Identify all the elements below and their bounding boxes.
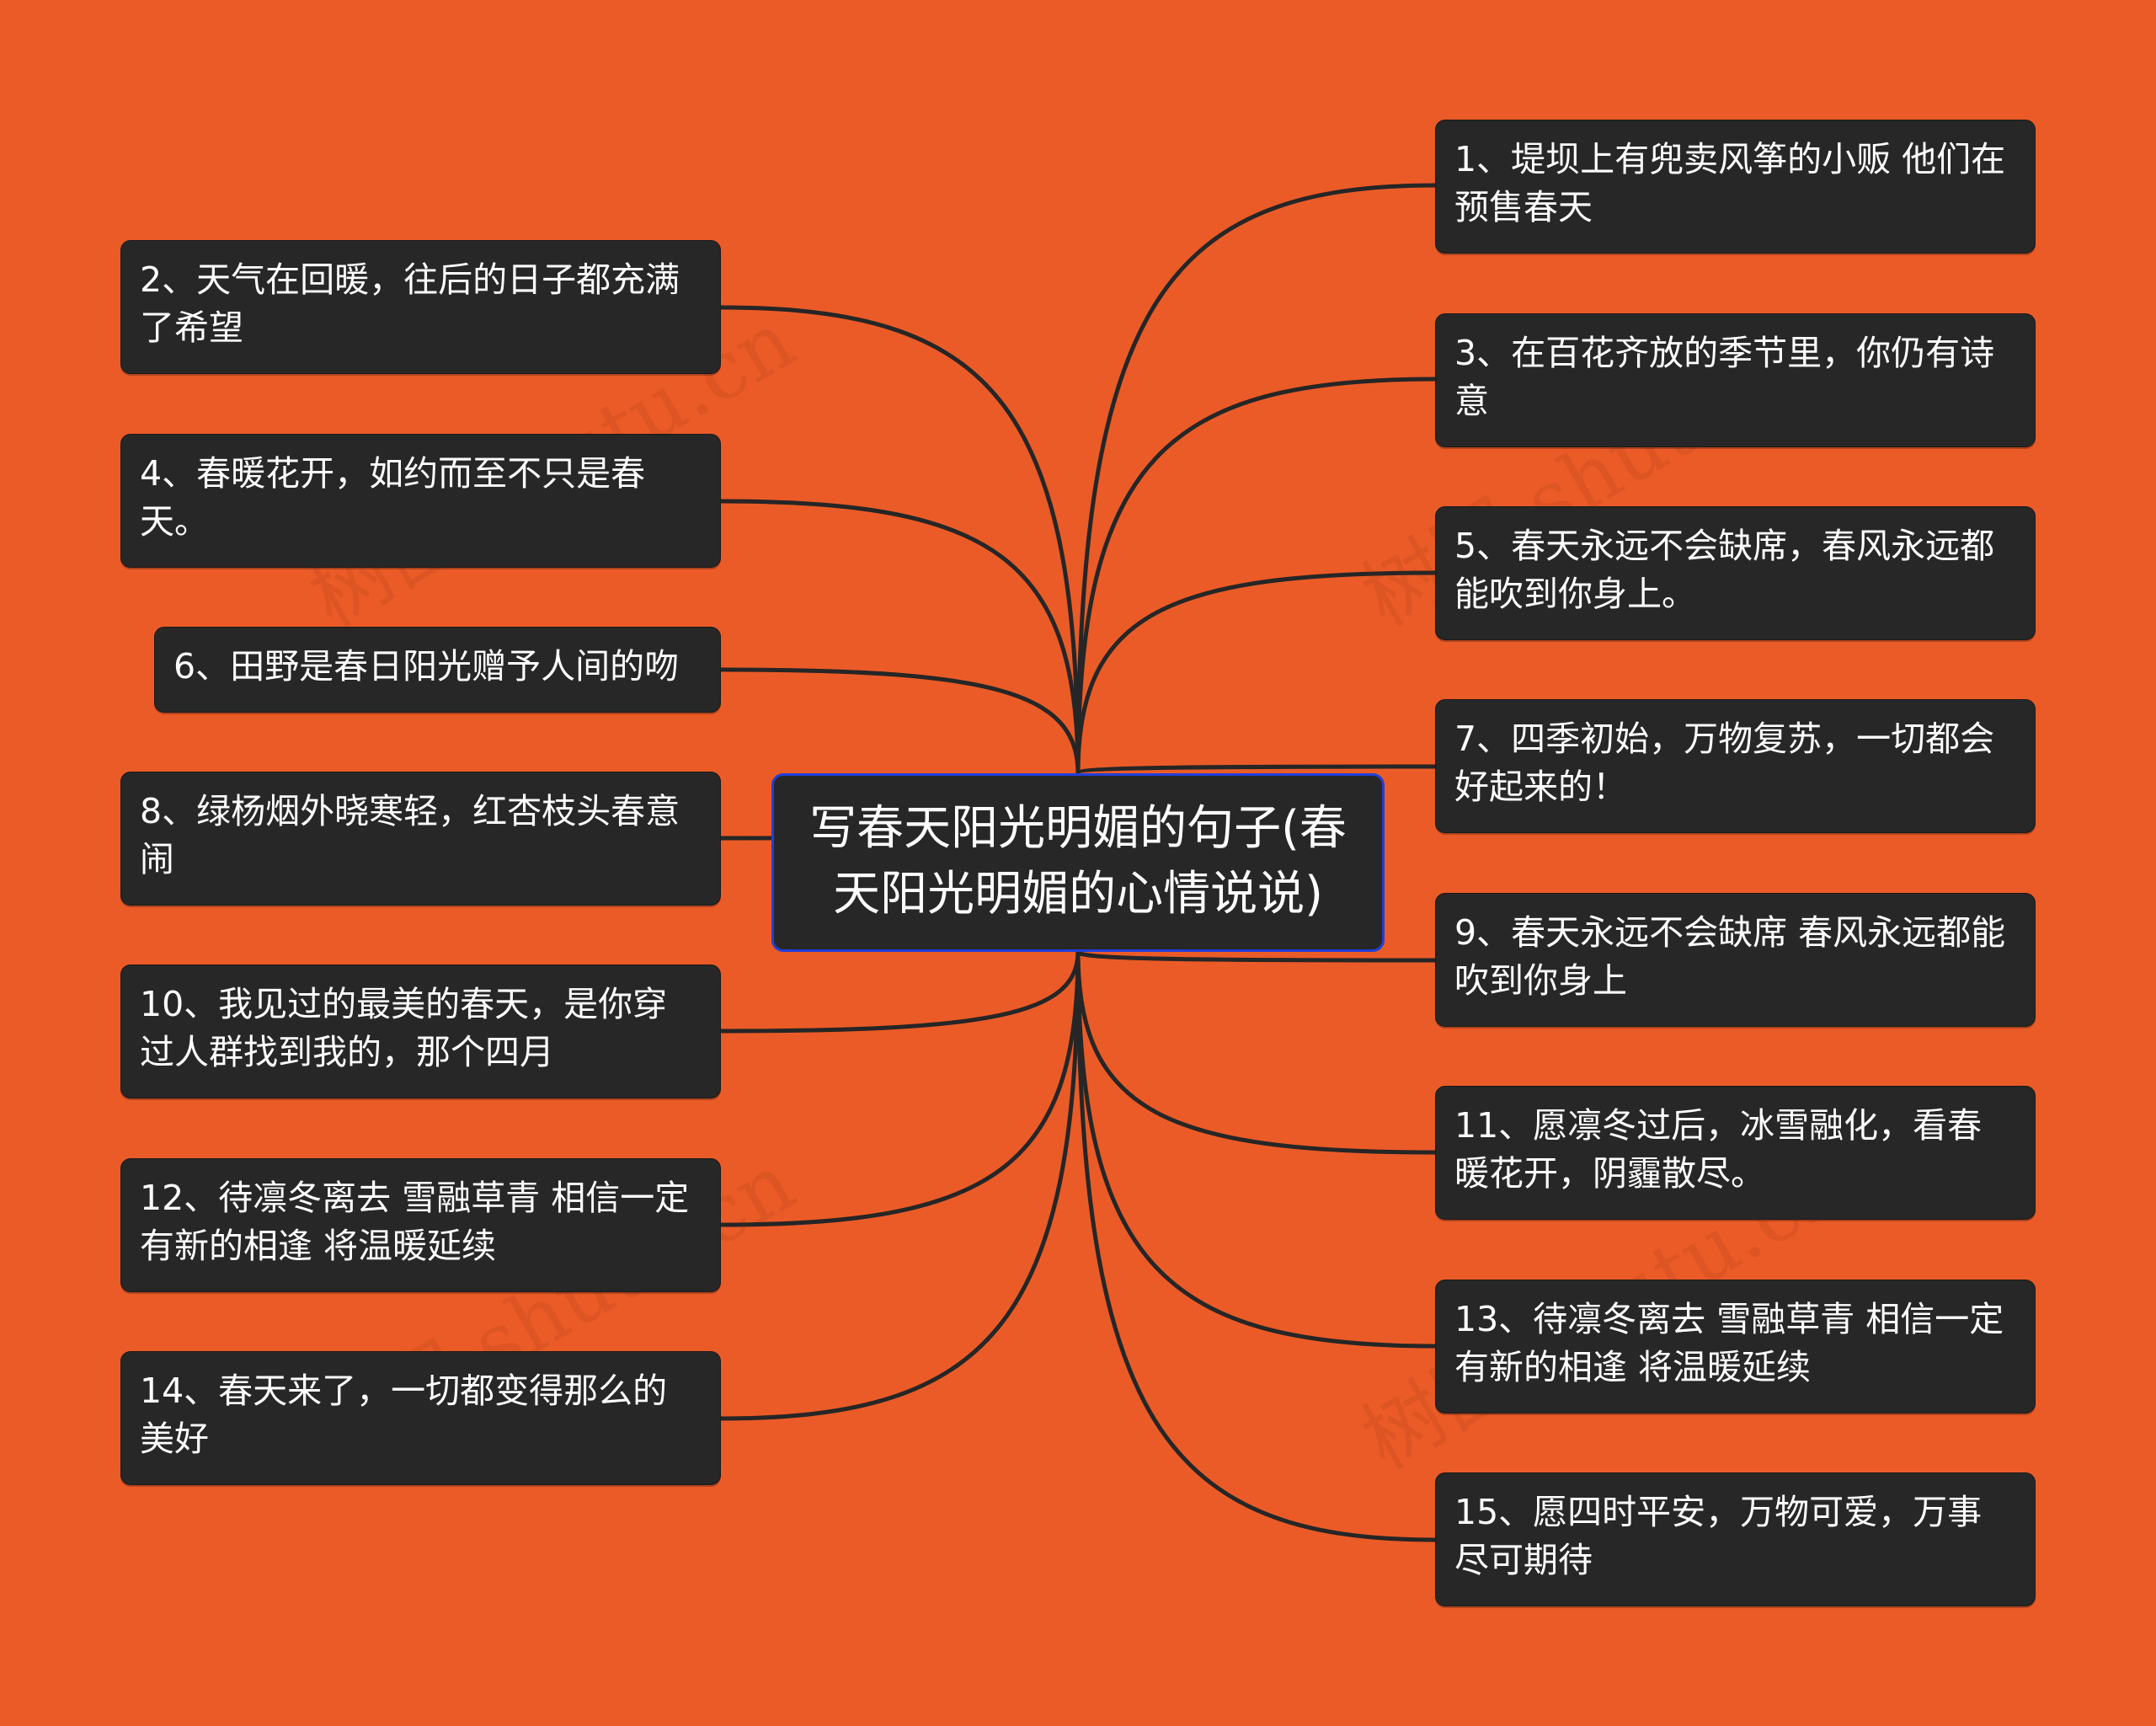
left-node-12[interactable]: 12、待凛冬离去 雪融草青 相信一定有新的相逢 将温暖延续 xyxy=(120,1158,721,1292)
connector-left-5 xyxy=(720,951,1081,1227)
right-node-11[interactable]: 11、愿凛冬过后，冰雪融化，看春暖花开，阴霾散尽。 xyxy=(1435,1086,2036,1220)
connector-right-2 xyxy=(1075,570,1436,774)
connector-left-4 xyxy=(720,951,1081,1034)
connector-right-3 xyxy=(1075,764,1436,776)
left-node-10[interactable]: 10、我见过的最美的春天，是你穿过人群找到我的，那个四月 xyxy=(120,965,721,1098)
connector-left-6 xyxy=(720,951,1081,1421)
connector-right-4 xyxy=(1075,950,1436,963)
right-node-1[interactable]: 1、堤坝上有兜卖风筝的小贩 他们在预售春天 xyxy=(1435,120,2036,254)
connector-right-5 xyxy=(1075,951,1436,1155)
right-node-7[interactable]: 7、四季初始，万物复苏，一切都会好起来的！ xyxy=(1435,699,2036,833)
left-node-8[interactable]: 8、绿杨烟外晓寒轻，红杏枝头春意闹 xyxy=(120,772,721,906)
connector-right-1 xyxy=(1075,377,1436,774)
connector-right-6 xyxy=(1075,951,1436,1349)
right-node-13[interactable]: 13、待凛冬离去 雪融草青 相信一定有新的相逢 将温暖延续 xyxy=(1435,1280,2036,1413)
left-node-4[interactable]: 4、春暖花开，如约而至不只是春天。 xyxy=(120,434,721,568)
connector-right-7 xyxy=(1075,951,1436,1542)
connector-left-0 xyxy=(720,305,1081,774)
right-node-9[interactable]: 9、春天永远不会缺席 春风永远都能吹到你身上 xyxy=(1435,893,2036,1027)
connector-left-1 xyxy=(720,499,1081,774)
left-node-2[interactable]: 2、天气在回暖，往后的日子都充满了希望 xyxy=(120,240,721,374)
central-topic[interactable]: 写春天阳光明媚的句子(春天阳光明媚的心情说说) xyxy=(771,773,1385,952)
left-node-6[interactable]: 6、田野是春日阳光赠予人间的吻 xyxy=(154,627,721,713)
right-node-15[interactable]: 15、愿四时平安，万物可爱，万事尽可期待 xyxy=(1435,1472,2036,1606)
connector-right-0 xyxy=(1075,183,1436,774)
connector-left-2 xyxy=(720,667,1081,774)
right-node-5[interactable]: 5、春天永远不会缺席，春风永远都能吹到你身上。 xyxy=(1435,506,2036,640)
right-node-3[interactable]: 3、在百花齐放的季节里，你仍有诗意 xyxy=(1435,313,2036,447)
left-node-14[interactable]: 14、春天来了，一切都变得那么的美好 xyxy=(120,1351,721,1485)
